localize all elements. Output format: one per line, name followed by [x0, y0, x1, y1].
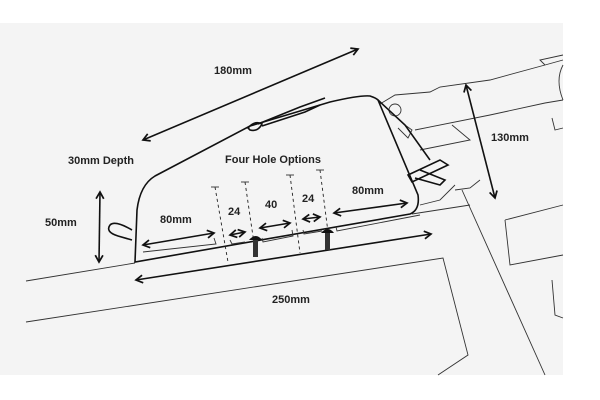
offset-right-arrow: [332, 199, 409, 217]
gap-left-label: 24: [228, 206, 241, 218]
gap-right-arrow: [301, 213, 322, 223]
gap-middle-arrow: [258, 219, 292, 232]
velcro-strap: [107, 222, 133, 241]
height-50-arrow: [94, 190, 105, 264]
offset-left-arrow: [141, 229, 216, 249]
height-label: 50mm: [45, 217, 77, 229]
gap-middle-label: 40: [265, 199, 277, 211]
depth-label: 30mm Depth: [68, 155, 134, 167]
screw-icon: [249, 236, 262, 257]
hole-markers: [142, 169, 421, 263]
background-panel: [0, 23, 563, 375]
length-250-arrow: [134, 230, 433, 284]
screw-icon: [321, 229, 334, 250]
length-top-label: 180mm: [214, 65, 252, 77]
right-offset-label: 80mm: [352, 185, 384, 197]
head-height-label: 130mm: [491, 132, 529, 144]
gap-left-arrow: [228, 228, 247, 239]
gap-right-label: 24: [302, 193, 315, 205]
base-length-label: 250mm: [272, 294, 310, 306]
height-130-arrow: [463, 83, 498, 200]
stem-strap: [406, 159, 450, 186]
length-180-arrow: [141, 47, 360, 142]
left-offset-label: 80mm: [160, 214, 192, 226]
four-hole-options-title: Four Hole Options: [225, 154, 321, 166]
